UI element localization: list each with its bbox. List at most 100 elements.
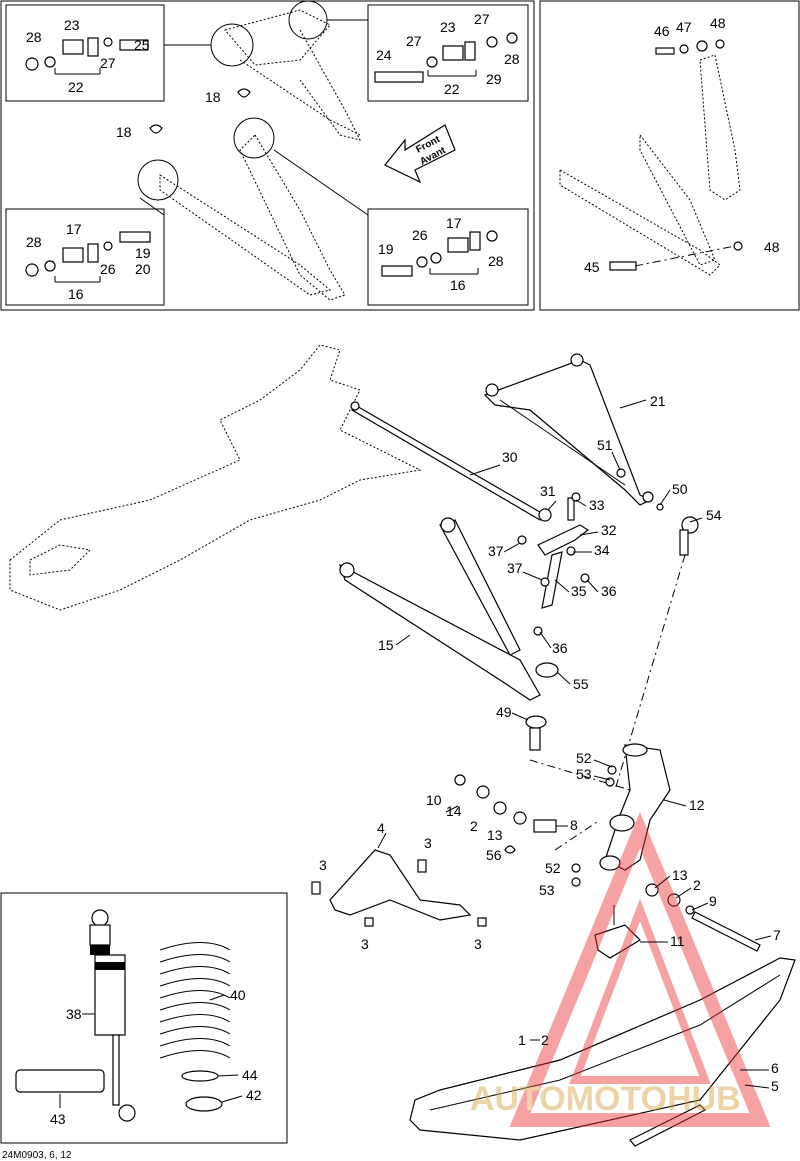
callout-55: 55 — [573, 676, 589, 692]
callout-52: 52 — [576, 750, 592, 766]
callout-20: 20 — [135, 261, 151, 277]
watermark-text: AUTOMOTOHUB — [470, 1080, 741, 1118]
upper-a-arm-sketch — [164, 0, 368, 141]
bushing-parts-top-left — [25, 37, 149, 71]
callout-23: 23 — [64, 17, 80, 33]
callout-5: 5 — [771, 1078, 779, 1094]
callout-48: 48 — [710, 15, 726, 31]
callout-2: 2 — [693, 877, 701, 893]
callout-36: 36 — [601, 583, 617, 599]
ski-stopper-4 — [329, 849, 472, 921]
callout-56: 56 — [486, 847, 502, 863]
callout-27: 27 — [100, 55, 116, 71]
callout-16: 16 — [450, 277, 466, 293]
callout-42: 42 — [246, 1087, 262, 1103]
bushing-parts-top-right — [374, 32, 518, 83]
callout-23: 23 — [440, 19, 456, 35]
callout-50: 50 — [672, 481, 688, 497]
callout-3: 3 — [424, 835, 432, 851]
callout-3: 3 — [474, 936, 482, 952]
callout-28: 28 — [26, 29, 42, 45]
callout-2: 2 — [470, 818, 478, 834]
tie-rod-end-54 — [679, 516, 699, 556]
callout-28: 28 — [26, 234, 42, 250]
spindle-12 — [599, 743, 671, 871]
spring-seat-44 — [181, 1070, 219, 1082]
callout-53: 53 — [539, 882, 555, 898]
tie-rod-30 — [350, 401, 552, 522]
callout-28: 28 — [504, 51, 520, 67]
callout-17: 17 — [446, 215, 462, 231]
ski-wear-pad-11 — [594, 905, 641, 959]
callout-6: 6 — [771, 1060, 779, 1076]
callout-4: 4 — [377, 820, 385, 836]
callout-45: 45 — [584, 259, 600, 275]
inset-box-top-left — [5, 4, 165, 102]
callout-12: 12 — [689, 797, 705, 813]
callout-38: 38 — [66, 1006, 82, 1022]
callout-3: 3 — [361, 936, 369, 952]
adjuster-42 — [185, 1096, 223, 1112]
callout-8: 8 — [570, 817, 578, 833]
callout-26: 26 — [100, 261, 116, 277]
callout-2: 2 — [541, 1032, 549, 1048]
bracket-32 — [537, 497, 590, 556]
callout-1: 1 — [518, 1032, 526, 1048]
shock-panel — [0, 892, 288, 1144]
callout-22: 22 — [68, 79, 84, 95]
ball-joint-49 — [525, 715, 547, 751]
callout-3: 3 — [319, 857, 327, 873]
ring-55 — [535, 662, 559, 678]
link-35 — [541, 551, 563, 609]
callout-34: 34 — [594, 542, 610, 558]
callout-7: 7 — [773, 927, 781, 943]
callout-40: 40 — [230, 987, 246, 1003]
callout-22: 22 — [444, 81, 460, 97]
callout-18: 18 — [116, 124, 132, 140]
callout-43: 43 — [50, 1111, 66, 1127]
callout-29: 29 — [486, 71, 502, 87]
callout-15: 15 — [378, 637, 394, 653]
callout-30: 30 — [502, 449, 518, 465]
callout-24: 24 — [376, 47, 392, 63]
callout-47: 47 — [676, 19, 692, 35]
watermark-logo: AUTOMOTOHUB — [470, 811, 771, 1127]
callout-9: 9 — [709, 893, 717, 909]
callout-51: 51 — [597, 437, 613, 453]
bushing-parts-bottom-right — [381, 230, 498, 277]
callout-25: 25 — [134, 37, 150, 53]
hardware-items — [311, 468, 761, 952]
callout-33: 33 — [589, 497, 605, 513]
callout-18: 18 — [205, 89, 221, 105]
callout-46: 46 — [654, 23, 670, 39]
spring-40 — [159, 942, 231, 1059]
callout-31: 31 — [540, 483, 556, 499]
lower-a-arm-15 — [338, 517, 541, 701]
shock-mount-sketch — [559, 39, 743, 276]
hpg-logo — [15, 1069, 105, 1093]
footer-code: 24M0903, 6, 12 — [2, 1150, 72, 1161]
callout-11: 11 — [670, 933, 685, 949]
callout-17: 17 — [66, 221, 82, 237]
callout-13: 13 — [487, 827, 503, 843]
front-direction-arrow: Front Avant — [384, 124, 456, 184]
callout-16: 16 — [68, 286, 84, 302]
callout-53: 53 — [576, 766, 592, 782]
frame-outline — [9, 344, 422, 611]
callout-19: 19 — [378, 241, 394, 257]
callout-13: 13 — [672, 867, 688, 883]
callout-32: 32 — [601, 522, 617, 538]
callout-27: 27 — [406, 33, 422, 49]
callout-28: 28 — [488, 253, 504, 269]
top-right-panel — [539, 0, 800, 311]
ski — [409, 957, 796, 1147]
washer-18-upper — [237, 88, 251, 98]
callout-37: 37 — [507, 560, 523, 576]
callout-19: 19 — [135, 245, 151, 261]
callout-54: 54 — [706, 507, 722, 523]
lower-a-arm-sketch — [137, 117, 369, 301]
washer-18-lower — [149, 124, 163, 134]
inset-box-bottom-right — [367, 208, 529, 306]
callout-49: 49 — [496, 704, 512, 720]
